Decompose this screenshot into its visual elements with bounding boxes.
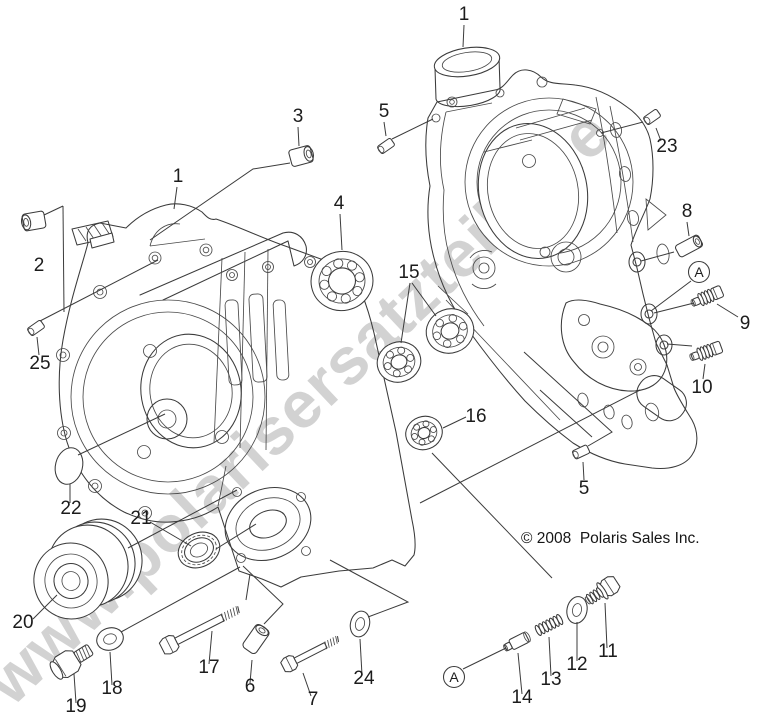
callout-6: 6 [245, 676, 256, 697]
callout-13: 13 [540, 669, 561, 690]
callout-1-left: 1 [173, 166, 184, 187]
callout-20: 20 [12, 612, 33, 633]
oil-pump-pocket [560, 299, 668, 430]
left-case-ribs [213, 248, 290, 451]
part-8-sleeve [675, 234, 703, 258]
left-case-hatched-tab [71, 220, 115, 249]
callout-5-upper: 5 [379, 101, 390, 122]
cylinder-spigot [433, 46, 501, 108]
callout-22: 22 [60, 498, 81, 519]
callout-18: 18 [101, 678, 122, 699]
callout-3: 3 [293, 106, 304, 127]
part-9-fitting [690, 285, 724, 307]
callout-5-lower: 5 [579, 478, 590, 499]
callout-25: 25 [29, 353, 50, 374]
part-19-plug-bolt [49, 644, 94, 680]
part-3-bushing [288, 145, 315, 167]
part-25-dowel-pin [27, 319, 45, 337]
part-5-dowel-pin-lower [571, 444, 591, 460]
part-24-washer [349, 610, 371, 638]
view-marker-a-bottom: A [442, 665, 466, 689]
callout-16: 16 [465, 406, 486, 427]
part-17-bolt [158, 606, 240, 655]
part-14-plunger [503, 631, 531, 652]
callout-11: 11 [598, 641, 618, 662]
copyright-text: © 2008 Polaris Sales Inc. [521, 530, 700, 547]
callout-7: 7 [308, 689, 319, 710]
part-6-spacer [242, 623, 270, 655]
part-2-bushing [20, 210, 47, 232]
part-12-washer [566, 596, 588, 624]
left-crankcase-half [56, 203, 416, 588]
callout-23: 23 [656, 136, 677, 157]
part-18-washer [96, 627, 124, 651]
part-4-bearing [310, 250, 374, 312]
callout-8: 8 [682, 201, 693, 222]
exploded-parts [20, 108, 724, 680]
view-marker-a-right-label: A [694, 264, 704, 280]
part-11-bolt [584, 576, 621, 605]
callout-12: 12 [566, 654, 587, 675]
mount-foot [636, 375, 687, 422]
callout-1-right: 1 [459, 4, 470, 25]
part-21-seal [177, 531, 221, 569]
part-13-spring [534, 614, 564, 636]
callout-4: 4 [334, 193, 345, 214]
right-case-side-bosses [628, 251, 673, 356]
left-case-sump [217, 465, 312, 563]
right-crankcase-half [425, 46, 698, 469]
part-20-pulley [33, 518, 143, 620]
part-10-fitting [689, 340, 724, 361]
part-22-plug [54, 447, 84, 485]
part-15-bearing-b [376, 341, 422, 383]
callout-9: 9 [740, 313, 751, 334]
callout-15: 15 [398, 262, 419, 283]
part-7-bolt [280, 635, 339, 673]
callout-24: 24 [353, 668, 375, 689]
part-15-bearing-a [425, 308, 475, 354]
view-marker-a-bottom-label: A [449, 669, 459, 685]
part-23-dowel-pin [643, 108, 661, 126]
callout-10: 10 [691, 377, 712, 398]
callout-labels: 1 1 2 3 4 5 5 6 7 8 9 10 11 12 13 14 15 … [12, 4, 750, 717]
callout-2: 2 [34, 255, 45, 276]
leader-lines [32, 24, 739, 704]
callout-21: 21 [130, 508, 151, 529]
callout-17: 17 [198, 657, 219, 678]
part-5-dowel-pin-upper [377, 137, 395, 155]
callout-19: 19 [65, 696, 86, 717]
part-16-bearing [405, 415, 443, 451]
view-marker-a-right: A [687, 260, 711, 284]
callout-14: 14 [511, 687, 533, 708]
